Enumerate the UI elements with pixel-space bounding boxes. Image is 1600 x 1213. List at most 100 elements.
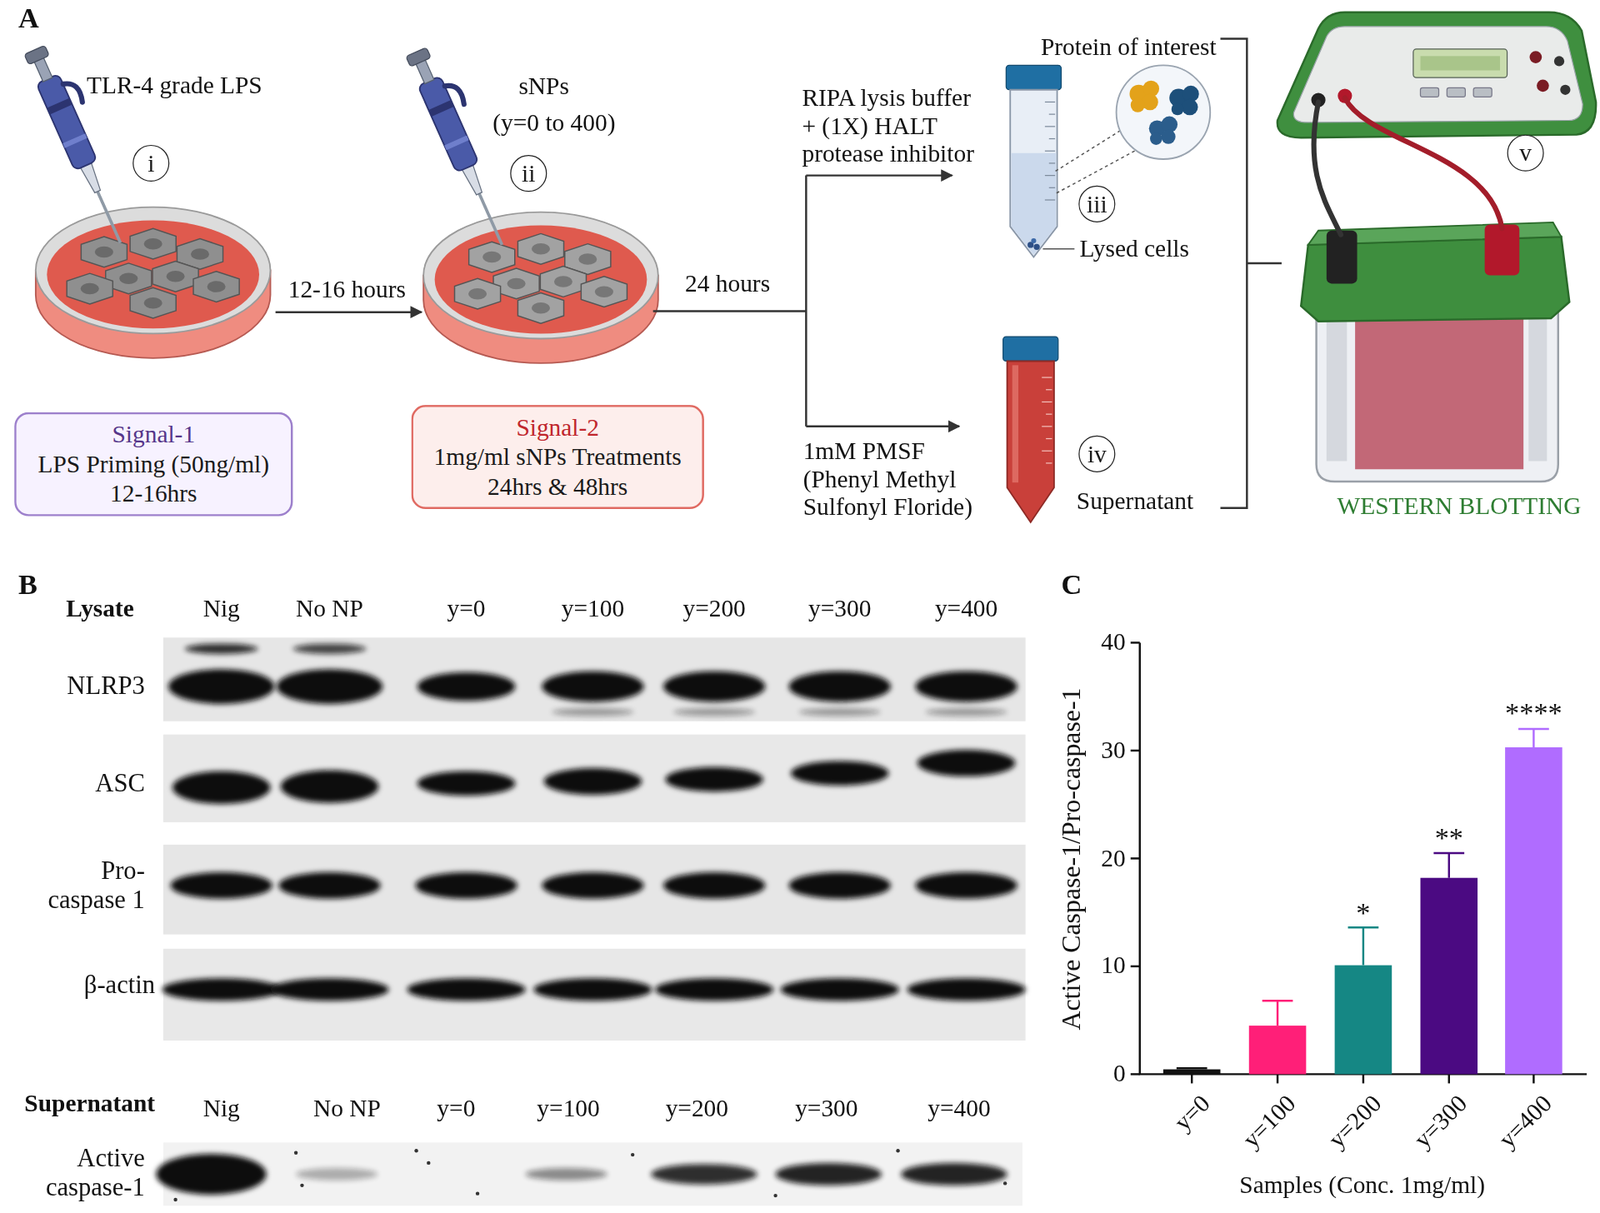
axis-tick — [1130, 1073, 1140, 1075]
bar — [1163, 1070, 1221, 1075]
power-supply — [1420, 87, 1439, 97]
cell — [144, 297, 163, 309]
lane-label: y=100 — [536, 1095, 600, 1124]
protein-band — [415, 872, 517, 900]
supernatant-tube — [1041, 450, 1052, 452]
protein-inset — [1150, 132, 1163, 145]
axis-tick-label: 10 — [1100, 952, 1125, 981]
axis-tick-label: y=300 — [1409, 1090, 1474, 1155]
supernatant-tube — [1003, 336, 1059, 361]
bar-chart — [1130, 642, 1587, 1084]
protein-band — [775, 1163, 882, 1186]
protein-band — [155, 1154, 266, 1195]
axis-tick — [1130, 750, 1140, 752]
reagent-label: sNPs — [518, 72, 569, 101]
culture-dish — [46, 220, 260, 329]
protein-band — [544, 768, 643, 795]
tube-label: Lysed cells — [1080, 235, 1190, 264]
apparatus-label: WESTERN BLOTTING — [1337, 493, 1582, 522]
protein-inset — [1130, 98, 1145, 113]
axis-tick — [1130, 641, 1140, 644]
axis-tick — [1130, 965, 1140, 968]
electrophoresis-tank — [1326, 308, 1347, 462]
supernatant-tube — [1007, 360, 1055, 522]
axis-tick — [1532, 1074, 1535, 1084]
blot-membrane — [163, 949, 1026, 1041]
axis-tick-label: 30 — [1100, 736, 1125, 765]
culture-dish — [35, 207, 271, 359]
supernatant-tube — [1041, 401, 1052, 403]
power-supply — [1554, 55, 1565, 66]
protein-band — [278, 872, 380, 900]
protein-band — [789, 671, 891, 703]
leader-line — [1042, 130, 1135, 250]
leader-line — [1042, 248, 1075, 250]
protein-label: Active caspase-1 — [30, 1144, 145, 1203]
protein-band — [417, 771, 516, 796]
cell — [130, 287, 176, 319]
box-heading: Signal-2 — [423, 413, 692, 443]
cell — [207, 280, 226, 292]
electrophoresis-tank — [1528, 308, 1547, 462]
step-number: ii — [521, 160, 535, 185]
axis-tick-label: 40 — [1100, 629, 1125, 658]
lysate-tube — [1045, 101, 1055, 200]
error-bar — [1176, 1068, 1208, 1070]
protein-label: β-actin — [84, 970, 155, 1000]
protein-band — [915, 671, 1017, 703]
lane-label: y=0 — [447, 595, 486, 624]
blot-speck — [475, 1191, 480, 1195]
lysate-tube — [1005, 65, 1061, 257]
protein-band — [185, 644, 259, 655]
lane-label: y=200 — [665, 1095, 729, 1124]
pipette — [405, 42, 525, 250]
error-bar — [1348, 927, 1380, 965]
process-arrow — [653, 310, 807, 312]
axis-tick — [1190, 1074, 1193, 1084]
cell — [517, 292, 564, 324]
electrophoresis-tank — [1355, 305, 1524, 470]
cell — [119, 273, 138, 285]
lysate-tube — [1049, 162, 1055, 164]
bar — [1335, 965, 1393, 1075]
protein-inset — [1169, 85, 1200, 116]
culture-dish — [435, 225, 648, 335]
step-number-circle: iv — [1078, 435, 1115, 473]
protein-band — [280, 770, 380, 803]
power-supply — [1560, 85, 1570, 95]
protein-band — [270, 978, 389, 1001]
protein-band — [541, 671, 644, 703]
lysate-tube — [1045, 175, 1055, 176]
lane-label: y=400 — [927, 1095, 990, 1124]
blot-speck — [294, 1150, 298, 1155]
box-body: LPS Priming (50ng/ml) 12-16hrs — [26, 450, 281, 510]
protein-band — [799, 708, 881, 717]
culture-dish — [423, 212, 659, 340]
lysate-tube — [1030, 238, 1036, 244]
blot-section-label: Supernatant — [24, 1090, 155, 1119]
power-supply — [1530, 50, 1543, 64]
power-supply — [1277, 12, 1596, 139]
lysate-tube — [1045, 199, 1055, 200]
protein-label: Pro- caspase 1 — [36, 856, 145, 915]
cell — [66, 228, 240, 319]
protein-band — [541, 872, 644, 900]
cell — [531, 243, 550, 255]
lysate-tube — [1010, 153, 1056, 255]
lysate-tube — [1049, 114, 1055, 115]
significance-mark: ** — [1435, 822, 1464, 855]
cell — [152, 260, 199, 292]
process-arrow — [805, 425, 960, 428]
protein-band — [655, 978, 774, 1001]
axis-title: Active Caspase-1/Pro-caspase-1 — [1055, 687, 1087, 1030]
protein-band — [780, 978, 900, 1001]
step-number-circle: i — [132, 145, 170, 182]
electrophoresis-tank — [1485, 224, 1520, 275]
blot-membrane — [163, 845, 1026, 935]
lane-label: No NP — [295, 595, 364, 624]
supernatant-tube — [1012, 365, 1019, 483]
axis-tick — [1276, 1074, 1279, 1084]
axis-tick-label: y=200 — [1323, 1090, 1388, 1155]
blot-speck — [300, 1184, 304, 1188]
